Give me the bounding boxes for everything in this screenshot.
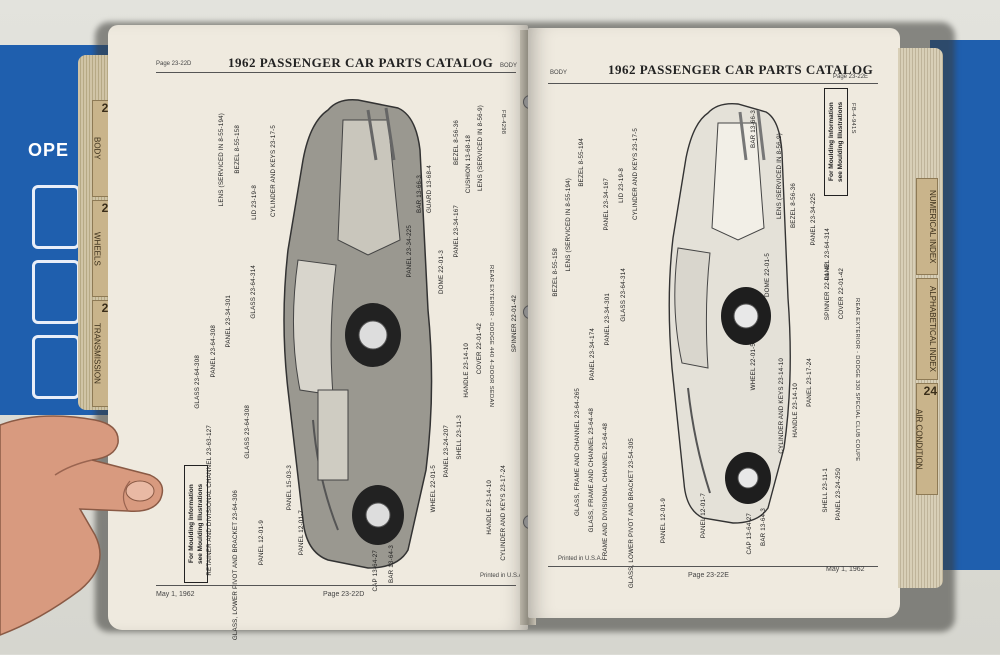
left-header-rule (156, 72, 516, 73)
right-callout: PANEL 23-34-174 (589, 328, 596, 381)
right-callout: PANEL 23-34-225 (810, 193, 817, 246)
left-callout: PANEL 23-34-301 (225, 295, 232, 348)
right-callout: LID 23-19-8 (618, 168, 625, 203)
right-callout: PANEL 23-17-24 (806, 358, 813, 407)
left-printed-in: Printed in U.S.A. (480, 573, 525, 579)
binder-glyph-icon (32, 260, 80, 324)
tab-alphabetical-index[interactable]: ALPHABETICAL INDEX (916, 278, 938, 380)
right-caption: REAR EXTERIOR - DODGE 330 SPECIAL CLUB C… (854, 298, 860, 462)
left-callout: LENS (SERVICED IN 8-56-9) (477, 105, 484, 192)
left-callout: BAR 13-64-3 (388, 545, 395, 583)
right-callout: GLASS, FRAME AND CHANNEL 23-64-48 (588, 408, 595, 533)
binder-glyph-icon (32, 335, 80, 399)
left-callout: HANDLE 23-14-10 (486, 480, 493, 535)
right-callout: FRAME AND DIVISIONAL CHANNEL 23-64-48 (602, 423, 609, 561)
left-section: BODY (500, 63, 518, 69)
right-car-illustration (648, 98, 808, 538)
right-header-title: 1962 PASSENGER CAR PARTS CATALOG (608, 62, 874, 77)
right-callout: BEZEL 8-56-36 (790, 183, 797, 229)
left-callout: PANEL 15-03-3 (286, 465, 293, 511)
left-page: Page 23-22D 1962 PASSENGER CAR PARTS CAT… (108, 25, 528, 640)
left-callout: BEZEL 8-56-36 (453, 120, 460, 166)
right-callout: BAR 13-64-3 (760, 508, 767, 546)
right-callout: GLASS 23-64-314 (620, 268, 627, 322)
left-callout: BEZEL 8-55-158 (234, 125, 241, 174)
left-footer-page: Page 23-22D (323, 591, 365, 598)
right-callout: CYLINDER AND KEYS 23-14-10 (778, 358, 785, 454)
left-callout: SPINNER 22-01-42 (511, 295, 518, 353)
right-callout: DOME 22-01-5 (764, 253, 771, 298)
right-callout: LENS (SERVICED IN 8-55-194) (565, 178, 572, 272)
left-callout: GLASS 23-64-308 (244, 405, 251, 459)
left-callout: DOME 22-01-3 (438, 250, 445, 295)
left-date: May 1, 1962 (156, 591, 195, 598)
right-header-rule (548, 83, 878, 84)
right-footer-rule (548, 566, 878, 567)
right-callout: BEZEL 8-55-194 (578, 138, 585, 187)
left-callout: WHEEL 22-01-5 (430, 465, 437, 513)
tab-numerical-index[interactable]: NUMERICAL INDEX (916, 178, 938, 275)
right-callout: PANEL 23-24-250 (835, 468, 842, 521)
left-callout: GLASS 23-64-308 (194, 355, 201, 409)
right-date: May 1, 1962 (826, 566, 865, 573)
binder-glyph-icon (32, 185, 80, 249)
right-callout: PANEL 23-34-167 (603, 178, 610, 231)
left-page-ref: Page 23-22D (156, 61, 192, 67)
hand-holding-book (0, 415, 164, 636)
left-callout: GLASS, LOWER PIVOT AND BRACKET 23-64-306 (232, 490, 239, 641)
left-callout: PANEL 12-01-9 (258, 520, 265, 566)
binder-cover-label: OPE (28, 140, 70, 160)
left-callout: BAR 13-66-3 (416, 175, 423, 213)
right-callout: GLASS, FRAME AND CHANNEL 23-64-265 (574, 388, 581, 516)
right-callout: COVER 22-01-42 (838, 268, 845, 320)
right-callout: PANEL 12-01-7 (700, 493, 707, 539)
right-section: BODY (550, 70, 568, 76)
right-printed-in: Printed in U.S.A. (558, 556, 603, 562)
right-callout: BEZEL 8-55-158 (552, 248, 559, 297)
left-callout: COVER 22-01-42 (476, 323, 483, 375)
left-figure-code: FB-4298 (500, 110, 506, 135)
right-callout: PANEL 23-34-301 (604, 293, 611, 346)
left-callout: CUSHION 13-68-18 (465, 135, 472, 194)
right-footer-page: Page 23-22E (688, 572, 729, 579)
left-callout: PANEL 23-24-207 (443, 425, 450, 478)
left-callout: PANEL 12-01-7 (298, 510, 305, 556)
right-callout: WHEEL 22-01-5 (750, 343, 757, 391)
left-callout: PANEL 23-34-167 (453, 205, 460, 258)
left-callout: GLASS 23-64-314 (250, 265, 257, 319)
left-callout: PANEL 23-34-225 (406, 225, 413, 278)
right-page: BODY 1962 PASSENGER CAR PARTS CATALOG Pa… (528, 28, 900, 618)
left-callout: SHELL 23-11-3 (456, 415, 463, 460)
left-callout: HANDLE 23-14-10 (463, 343, 470, 398)
right-page-ref: Page 23-22E (833, 74, 869, 80)
right-callout: HANDLE 23-14-10 (792, 383, 799, 438)
right-callout: LENS (SERVICED IN 8-56-9) (776, 133, 783, 220)
right-callout: PANEL 12-01-9 (660, 498, 667, 544)
left-car-illustration (258, 90, 458, 580)
left-callout: LENS (SERVICED IN 8-55-194) (218, 113, 225, 207)
right-callout: SPINNER 22-01-42 (824, 263, 831, 321)
left-header-title: 1962 PASSENGER CAR PARTS CATALOG (228, 55, 494, 70)
left-callout: LID 23-19-8 (251, 185, 258, 220)
left-caption: REAR EXTERIOR - DODGE 440 4-DOOR SEDAN (488, 265, 494, 408)
right-callout: CYLINDER AND KEYS 23-17-5 (632, 128, 639, 221)
right-callout: SHELL 23-11-1 (822, 468, 829, 513)
left-callout: PANEL 23-64-308 (210, 325, 217, 378)
left-callout: GUARD 13-68-4 (426, 165, 433, 213)
right-figure-code: FB-4-941S (850, 103, 856, 134)
right-callout: CAP 13-64-27 (746, 513, 753, 555)
left-footer-rule (156, 585, 516, 586)
left-callout: CYLINDER AND KEYS 23-17-24 (500, 465, 507, 561)
left-callout: CYLINDER AND KEYS 23-17-5 (270, 125, 277, 218)
right-callout: BAR 13-66-3 (750, 110, 757, 148)
